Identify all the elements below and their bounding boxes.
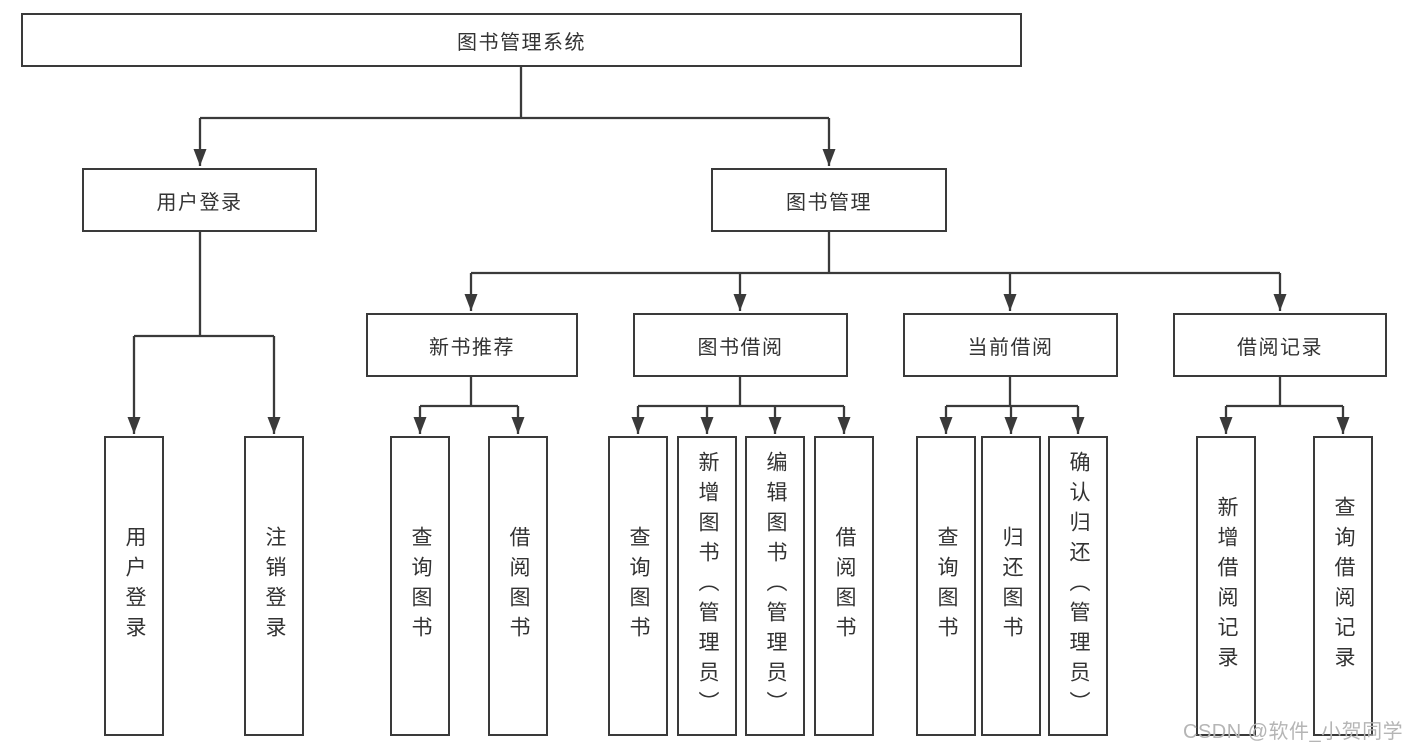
node-borrow-records: 借阅记录: [1173, 313, 1387, 377]
leaf-query-books-recommend: 查询图书: [390, 436, 450, 736]
connector-skeleton: [134, 67, 1343, 408]
node-root-system: 图书管理系统: [21, 13, 1022, 67]
leaf-query-books-current: 查询图书: [916, 436, 976, 736]
leaf-edit-books-admin: 编辑图书（管理员）: [745, 436, 805, 736]
node-user-login: 用户登录: [82, 168, 317, 232]
leaf-add-books-admin: 新增图书（管理员）: [677, 436, 737, 736]
leaf-borrow-books-recommend: 借阅图书: [488, 436, 548, 736]
connector-arrows: [127, 118, 1350, 434]
leaf-user-login: 用户登录: [104, 436, 164, 736]
leaf-borrow-books: 借阅图书: [814, 436, 874, 736]
leaf-query-books-borrow: 查询图书: [608, 436, 668, 736]
leaf-query-borrow-record: 查询借阅记录: [1313, 436, 1373, 736]
node-new-book-recommend: 新书推荐: [366, 313, 578, 377]
leaf-confirm-return-admin: 确认归还（管理员）: [1048, 436, 1108, 736]
csdn-watermark: CSDN @软件_小贺同学: [1183, 721, 1404, 743]
leaf-return-books: 归还图书: [981, 436, 1041, 736]
leaf-add-borrow-record: 新增借阅记录: [1196, 436, 1256, 736]
leaf-logout: 注销登录: [244, 436, 304, 736]
node-book-management: 图书管理: [711, 168, 947, 232]
node-book-borrow: 图书借阅: [633, 313, 848, 377]
node-current-borrow: 当前借阅: [903, 313, 1118, 377]
